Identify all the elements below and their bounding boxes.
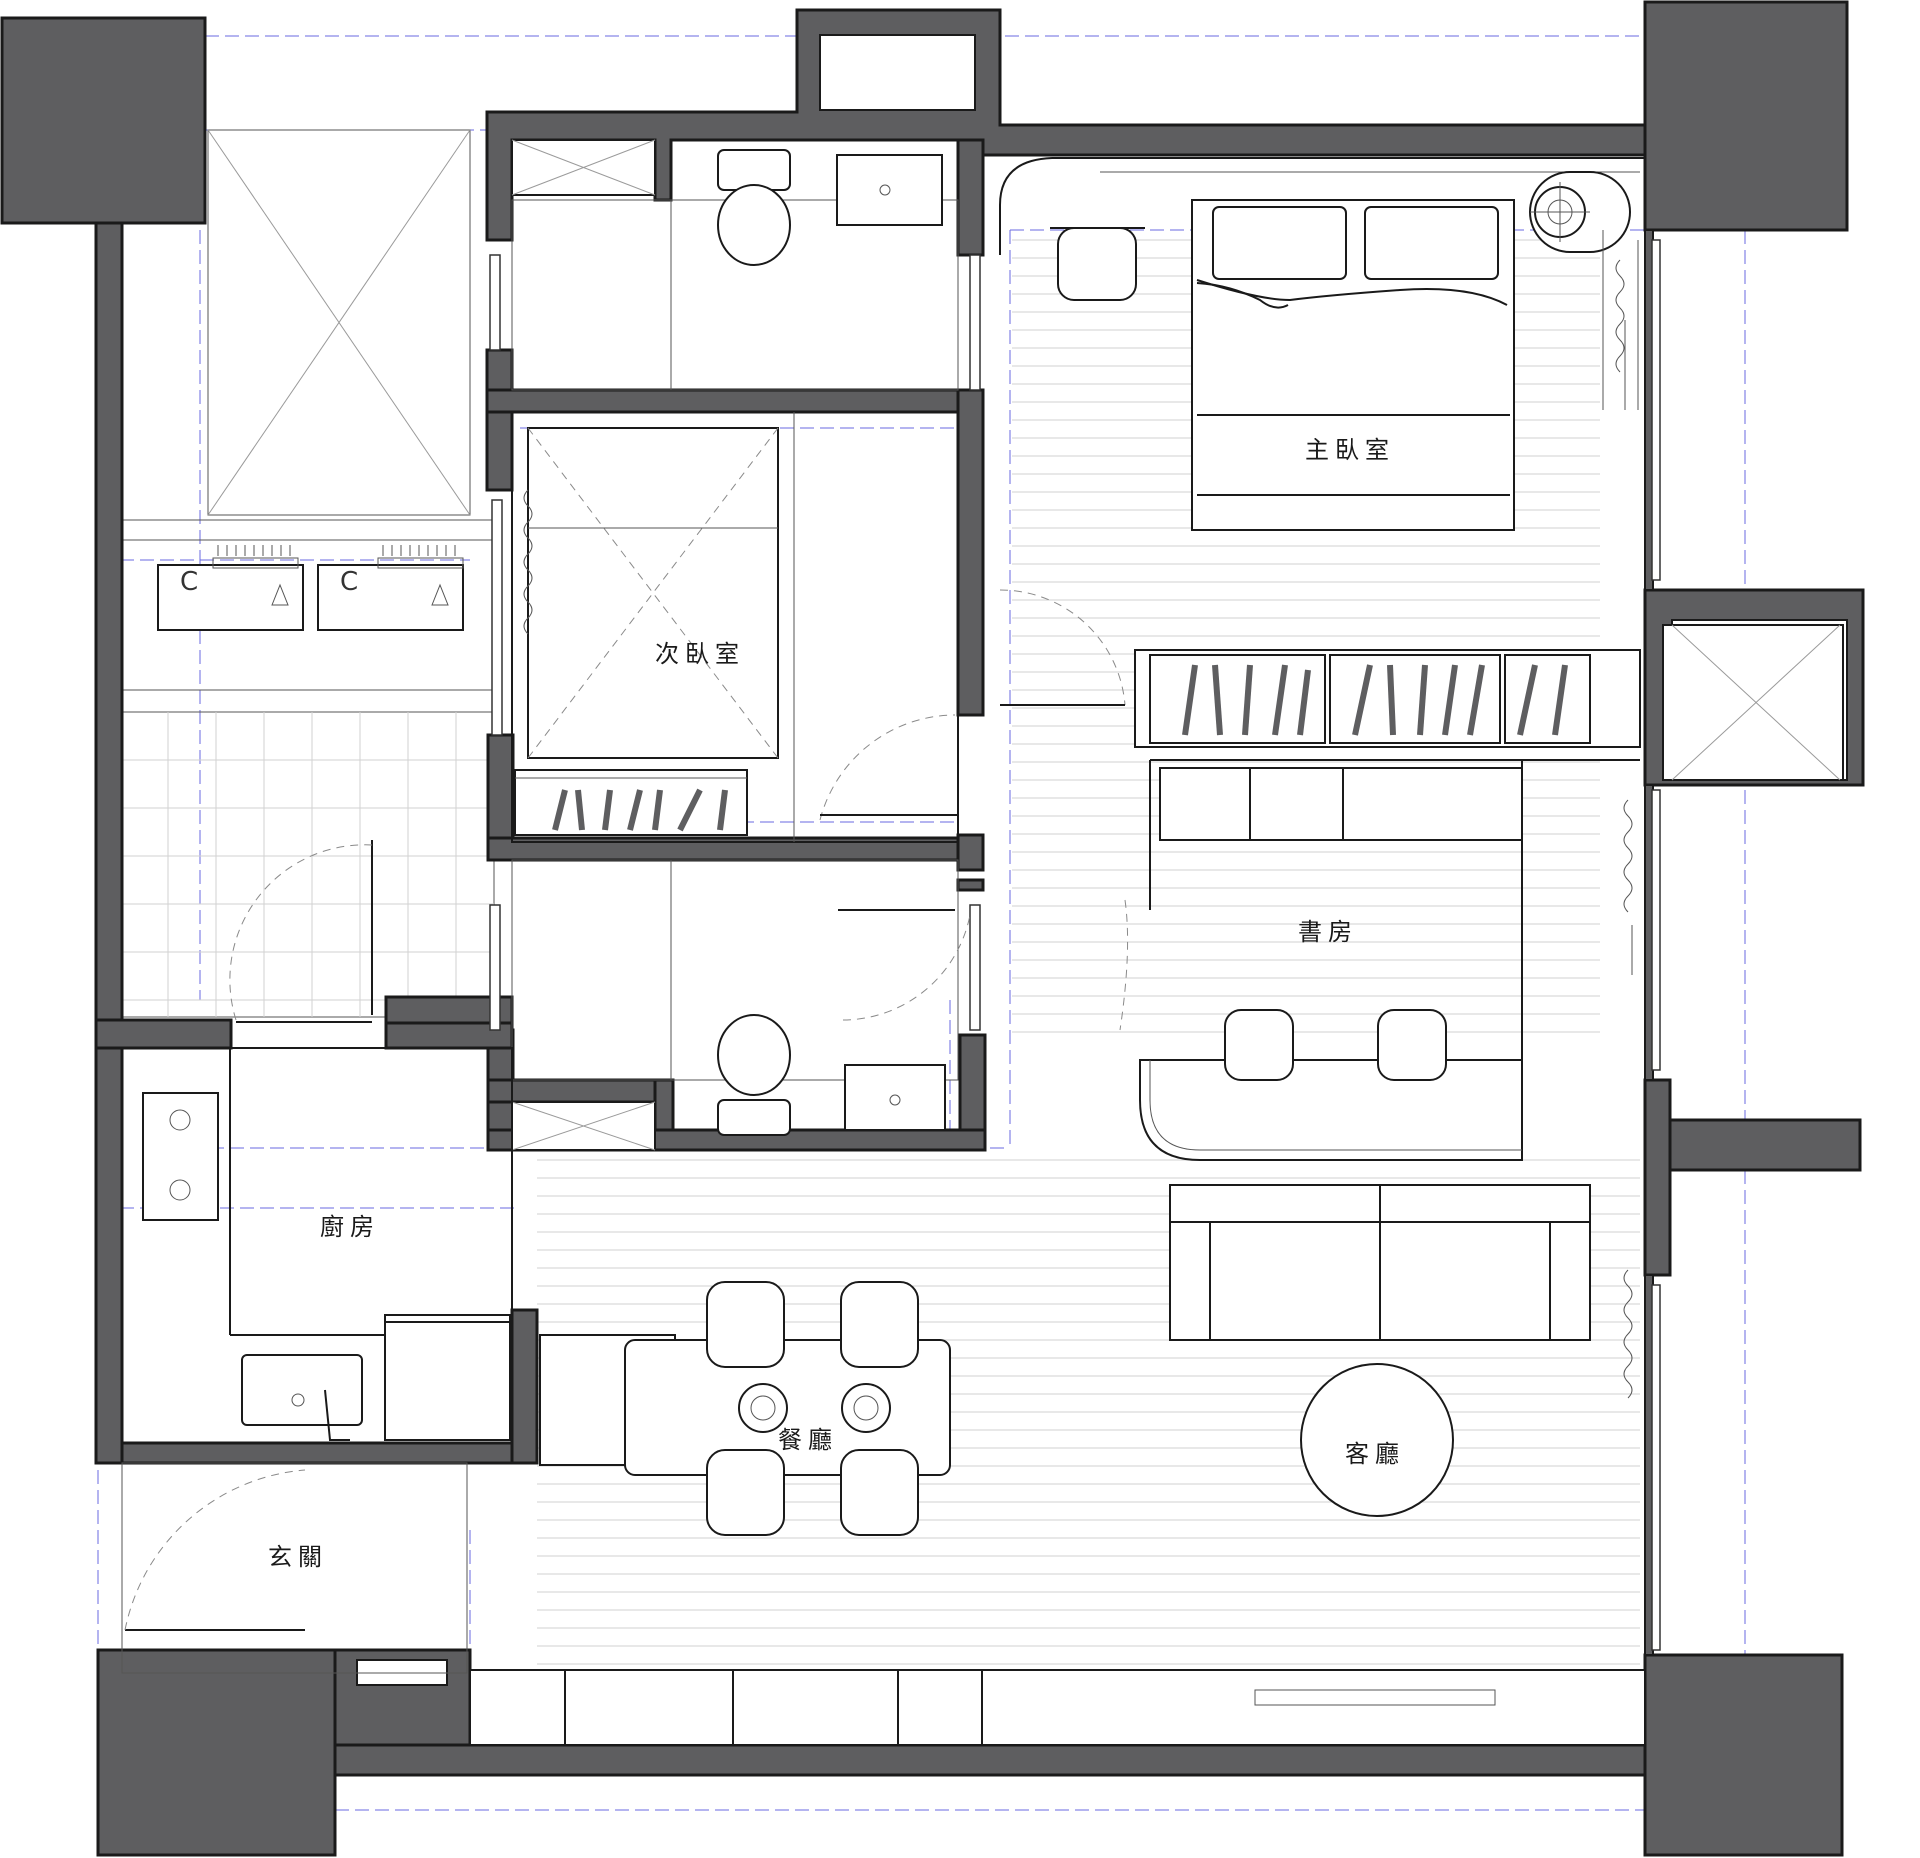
dining-chairs: [706, 1281, 919, 1536]
second-bed: [527, 427, 779, 759]
study: [552, 624, 1844, 1161]
sofa: [1169, 1184, 1591, 1341]
bathroom-top: [489, 139, 981, 391]
laundry-basin-right: [317, 564, 464, 631]
sink-top: [836, 154, 943, 226]
label-kitchen: 廚房: [320, 1213, 380, 1241]
study-chair-left: [1224, 1009, 1294, 1081]
study-chair-right: [1377, 1009, 1447, 1081]
master-bedroom: [999, 157, 1661, 581]
label-study: 書房: [1298, 918, 1358, 946]
coffee-table: [1300, 1363, 1454, 1517]
study-bookshelf: [552, 649, 1641, 832]
second-bedroom: [491, 411, 959, 843]
kitchen-sink: [241, 1354, 363, 1426]
structural-walls: [0, 0, 1865, 1857]
toilet-second: [717, 1014, 791, 1136]
fridge: [384, 1314, 511, 1441]
laundry-basin-left: [157, 564, 304, 631]
dining: [539, 1281, 951, 1536]
stove: [142, 1092, 219, 1221]
living-room: [469, 1184, 1661, 1746]
laundry-floor-grid: [121, 711, 495, 1018]
door-swings: [229, 589, 1129, 1031]
bathroom-second: [489, 859, 981, 1151]
kitchen: [121, 1047, 539, 1465]
label-master-bedroom: 主臥室: [1305, 436, 1395, 464]
sink-second: [844, 1064, 946, 1131]
entry: [121, 1462, 468, 1674]
label-entry: 玄關: [268, 1543, 328, 1571]
side-table: [1529, 171, 1631, 253]
svg-text:C: C: [340, 567, 358, 597]
room-labels: 主臥室 次臥室 書房 廚房 餐廳 客廳 玄關: [268, 436, 1405, 1571]
svg-text:C: C: [180, 567, 198, 597]
toilet-top: [717, 149, 791, 266]
bedroom-chair: [1050, 227, 1145, 301]
label-living: 客廳: [1345, 1440, 1405, 1468]
label-second-bedroom: 次臥室: [655, 640, 745, 668]
label-dining: 餐廳: [778, 1426, 838, 1454]
balcony-upper-left: C C: [121, 129, 495, 691]
double-bed: [1191, 199, 1515, 531]
